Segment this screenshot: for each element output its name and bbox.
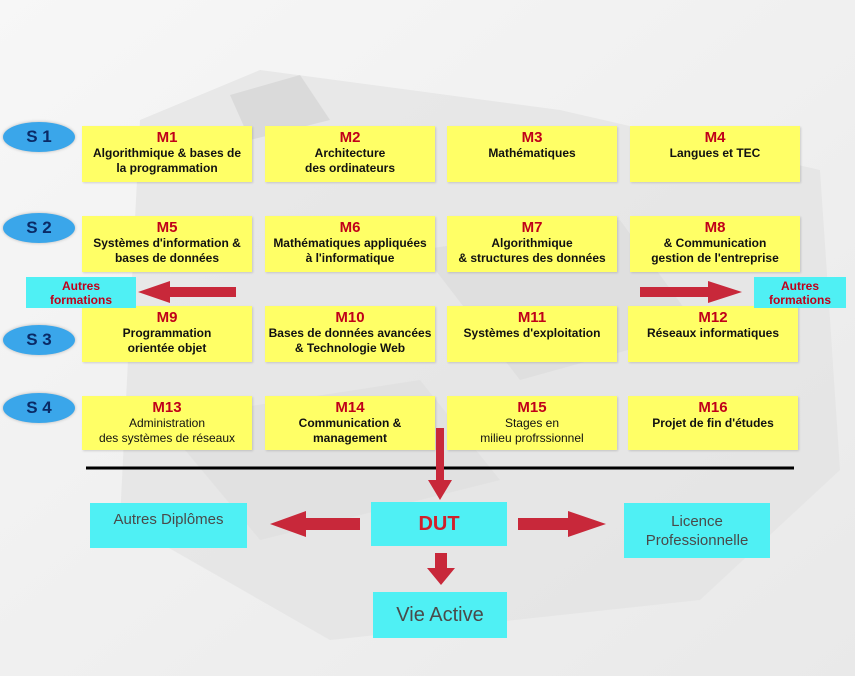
module-title: Langues et TEC: [669, 146, 761, 160]
autres-diplomes-box: Autres Diplômes: [90, 503, 247, 548]
module-m12: M12 Réseaux informatiques: [628, 306, 798, 362]
module-code: M14: [335, 399, 365, 416]
module-code: M5: [156, 219, 178, 236]
module-title: Bases de données avancées & Technologie …: [268, 326, 432, 355]
autres-formations-left: Autres formations: [26, 277, 136, 308]
module-title: Mathématiques: [488, 146, 576, 160]
module-title: Administration des systèmes de réseaux: [98, 416, 236, 445]
module-title: Systèmes d'exploitation: [463, 326, 601, 340]
module-m13: M13 Administration des systèmes de résea…: [82, 396, 252, 450]
module-m9: M9 Programmation orientée objet: [82, 306, 252, 362]
module-m8: M8 & Communication gestion de l'entrepri…: [630, 216, 800, 272]
module-title: Programmation orientée objet: [122, 326, 212, 355]
semester-label-s4: S 4: [3, 393, 75, 423]
module-title: Projet de fin d'études: [652, 416, 774, 430]
module-m15: M15 Stages en milieu profrssionnel: [447, 396, 617, 450]
module-code: M8: [704, 219, 726, 236]
licence-professionnelle-box: Licence Professionnelle: [624, 503, 770, 558]
module-title: Algorithmique & bases de la programmatio…: [92, 146, 242, 175]
autres-formations-right: Autres formations: [754, 277, 846, 308]
module-m1: M1 Algorithmique & bases de la programma…: [82, 126, 252, 182]
semester-label-s3: S 3: [3, 325, 75, 355]
vie-active-box: Vie Active: [373, 592, 507, 638]
module-code: M9: [156, 309, 178, 326]
module-code: M12: [698, 309, 728, 326]
module-title: Algorithmique & structures des données: [458, 236, 606, 265]
module-m6: M6 Mathématiques appliquées à l'informat…: [265, 216, 435, 272]
module-code: M3: [521, 129, 543, 146]
module-code: M13: [152, 399, 182, 416]
module-code: M6: [339, 219, 361, 236]
module-m2: M2 Architecture des ordinateurs: [265, 126, 435, 182]
module-m16: M16 Projet de fin d'études: [628, 396, 798, 450]
module-code: M15: [517, 399, 547, 416]
module-m7: M7 Algorithmique & structures des donnée…: [447, 216, 617, 272]
module-code: M2: [339, 129, 361, 146]
module-code: M16: [698, 399, 728, 416]
module-title: Stages en milieu profrssionnel: [480, 416, 584, 445]
semester-label-s2: S 2: [3, 213, 75, 243]
module-title: Communication & management: [298, 416, 402, 445]
semester-label-s1: S 1: [3, 122, 75, 152]
module-title: Réseaux informatiques: [646, 326, 780, 340]
module-m10: M10 Bases de données avancées & Technolo…: [265, 306, 435, 362]
module-title: Mathématiques appliquées à l'informatiqu…: [273, 236, 427, 265]
module-code: M11: [517, 309, 547, 326]
module-m5: M5 Systèmes d'information & bases de don…: [82, 216, 252, 272]
module-m3: M3 Mathématiques: [447, 126, 617, 182]
module-m14: M14 Communication & management: [265, 396, 435, 450]
module-title: & Communication gestion de l'entreprise: [651, 236, 779, 265]
module-title: Systèmes d'information & bases de donnée…: [93, 236, 241, 265]
module-title: Architecture des ordinateurs: [304, 146, 396, 175]
module-m11: M11 Systèmes d'exploitation: [447, 306, 617, 362]
module-code: M1: [156, 129, 178, 146]
module-code: M10: [335, 309, 365, 326]
dut-box: DUT: [371, 502, 507, 546]
module-m4: M4 Langues et TEC: [630, 126, 800, 182]
module-code: M4: [704, 129, 726, 146]
module-code: M7: [521, 219, 543, 236]
